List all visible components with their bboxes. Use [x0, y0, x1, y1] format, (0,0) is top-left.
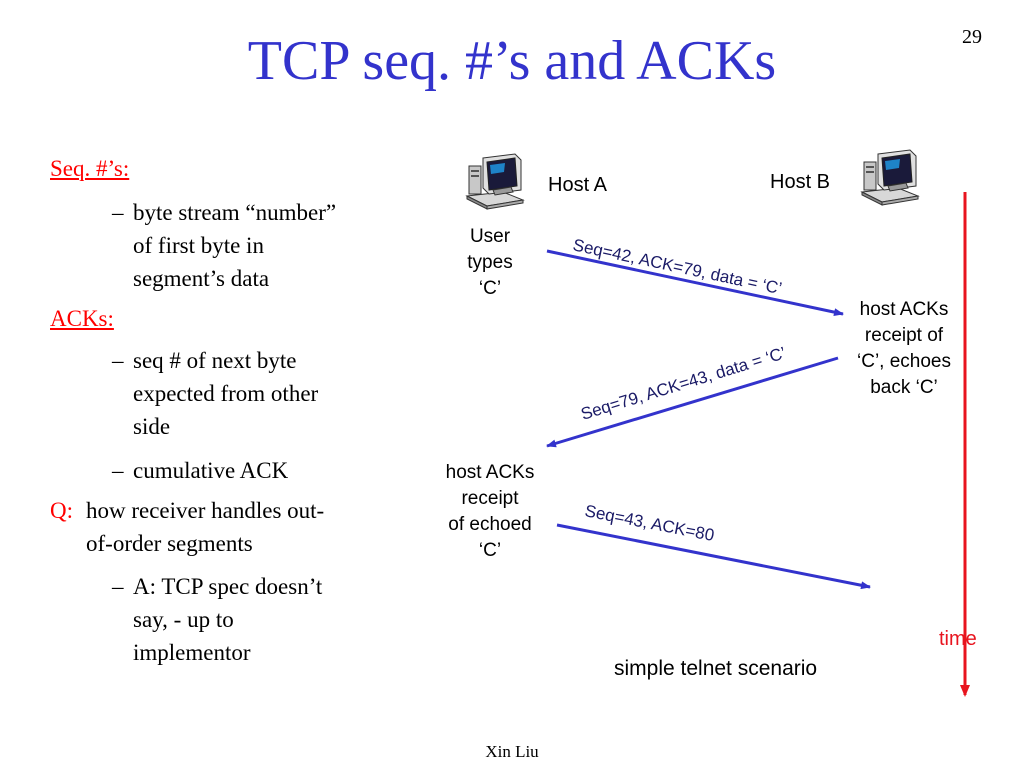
dash-marker: –	[112, 348, 124, 373]
seq-heading: Seq. #’s:	[50, 156, 130, 181]
diagram-caption: simple telnet scenario	[614, 657, 818, 680]
time-label: time	[939, 628, 977, 650]
dash-marker: –	[112, 574, 124, 599]
footer-author: Xin Liu	[485, 742, 539, 761]
note-line: back ‘C’	[870, 377, 938, 398]
page-number: 29	[962, 26, 982, 48]
note-line: of echoed	[448, 514, 532, 535]
q-text-line-2: of-order segments	[86, 531, 253, 556]
note-line: receipt of	[864, 325, 944, 346]
note-user-types: User types ‘C’	[440, 224, 540, 302]
arrow-msg-3	[556, 523, 871, 590]
note-line: User	[469, 226, 511, 247]
note-line: ‘C’	[478, 278, 502, 299]
q-answer-line-1: A: TCP spec doesn’t	[133, 574, 323, 599]
msg-label-1: Seq=42, ACK=79, data = ‘C’	[571, 235, 783, 298]
arrow-msg-2	[546, 356, 839, 448]
q-answer-line-2: say, - up to	[133, 607, 234, 632]
note-line: receipt	[461, 488, 519, 509]
host-b-label: Host B	[770, 171, 831, 193]
acks-item-2: cumulative ACK	[133, 458, 289, 483]
note-host-a-acks: host ACKs receipt of echoed ‘C’	[428, 460, 552, 564]
q-text-line-1: how receiver handles out-	[86, 498, 325, 523]
seq-item-line-1: byte stream “number”	[133, 200, 337, 225]
arrow-msg-1	[546, 249, 844, 317]
q-answer-line-3: implementor	[133, 640, 251, 665]
acks-item-line-2: expected from other	[133, 381, 319, 406]
seq-item-line-2: of first byte in	[133, 233, 264, 258]
q-prefix: Q:	[50, 498, 73, 523]
acks-heading: ACKs:	[50, 306, 114, 331]
msg-label-3: Seq=43, ACK=80	[583, 501, 716, 545]
note-line: ‘C’, echoes	[857, 351, 951, 372]
note-line: types	[467, 252, 513, 273]
dash-marker: –	[112, 200, 124, 225]
note-line: host ACKs	[445, 462, 535, 483]
seq-item-line-3: segment’s data	[133, 266, 270, 291]
acks-item-line-3: side	[133, 414, 171, 439]
dash-marker: –	[112, 458, 124, 483]
note-line: host ACKs	[859, 299, 949, 320]
slide-title: TCP seq. #’s and ACKs	[247, 30, 777, 92]
host-a-computer-icon	[466, 153, 524, 210]
acks-item-line-1: seq # of next byte	[133, 348, 297, 373]
note-line: ‘C’	[478, 540, 502, 561]
host-a-label: Host A	[548, 174, 607, 196]
note-host-b-acks: host ACKs receipt of ‘C’, echoes back ‘C…	[842, 297, 966, 401]
host-b-computer-icon	[861, 149, 919, 206]
